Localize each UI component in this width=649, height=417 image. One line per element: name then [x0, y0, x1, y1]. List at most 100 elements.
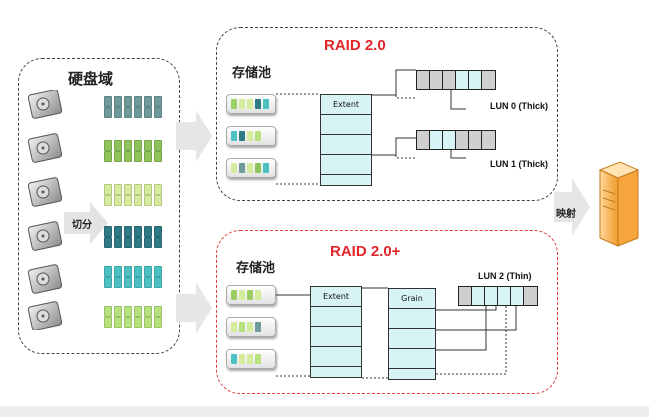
- pool-card: [226, 158, 276, 178]
- hard-disk-icon: [27, 301, 63, 330]
- chunk: [154, 266, 162, 277]
- chunk: [144, 306, 152, 317]
- chunk: [114, 140, 122, 151]
- split-label: 切分: [72, 220, 92, 231]
- chunk-row: [104, 226, 162, 237]
- chunk: [134, 266, 142, 277]
- hard-disk-icon: [27, 133, 63, 163]
- chunk: [154, 140, 162, 151]
- chunk: [104, 195, 112, 206]
- chunk: [144, 277, 152, 288]
- hard-disk-icon: [27, 90, 63, 119]
- chunk: [114, 226, 122, 237]
- arrow-icon: [176, 110, 212, 162]
- chunk: [124, 184, 132, 195]
- chunk: [134, 317, 142, 328]
- chunk: [124, 96, 132, 107]
- chunk: [144, 226, 152, 237]
- chunk-row: [104, 151, 162, 162]
- chunk: [144, 195, 152, 206]
- chunk: [114, 306, 122, 317]
- lun2-blocks: [458, 286, 538, 306]
- chunk: [104, 151, 112, 162]
- bottom-bar: [0, 406, 649, 417]
- chunk: [134, 140, 142, 151]
- chunk: [104, 107, 112, 118]
- chunk-row: [104, 107, 162, 118]
- extent-column-plus: Extent: [310, 286, 362, 378]
- chunk: [114, 107, 122, 118]
- chunk: [124, 306, 132, 317]
- chunk: [124, 195, 132, 206]
- chunk: [154, 107, 162, 118]
- chunk-row: [104, 317, 162, 328]
- chunk: [104, 237, 112, 248]
- raid20-title: RAID 2.0: [324, 37, 386, 54]
- chunk: [154, 151, 162, 162]
- chunk: [154, 306, 162, 317]
- extent-label-plus: Extent: [311, 287, 361, 307]
- chunk: [144, 266, 152, 277]
- chunk: [114, 266, 122, 277]
- chunk: [134, 107, 142, 118]
- pool-card: [226, 317, 276, 337]
- chunk: [104, 96, 112, 107]
- chunk-row: [104, 277, 162, 288]
- chunk: [124, 237, 132, 248]
- raid20plus-connectors: [276, 287, 517, 379]
- chunk: [114, 317, 122, 328]
- hard-disk-icon: [27, 264, 63, 294]
- hard-disk-icon: [27, 221, 63, 251]
- chunk: [114, 277, 122, 288]
- disk-column: [27, 90, 63, 330]
- chunk: [124, 140, 132, 151]
- chunk-row: [104, 306, 162, 317]
- chunk: [134, 151, 142, 162]
- chunk: [104, 266, 112, 277]
- disk-domain-label: 硬盘域: [68, 70, 114, 88]
- chunk-row: [104, 140, 162, 151]
- chunk: [114, 184, 122, 195]
- chunk: [124, 317, 132, 328]
- chunk: [114, 237, 122, 248]
- raid20plus-title: RAID 2.0+: [330, 243, 401, 260]
- raid20-pool-label: 存储池: [232, 66, 272, 81]
- chunk: [144, 184, 152, 195]
- chunk: [114, 96, 122, 107]
- mapping-label: 映射: [556, 209, 576, 220]
- chunk: [134, 237, 142, 248]
- pool-card: [226, 126, 276, 146]
- arrow-icon: [554, 178, 590, 236]
- chunk: [124, 277, 132, 288]
- chunk: [124, 107, 132, 118]
- chunk: [144, 96, 152, 107]
- chunk: [114, 195, 122, 206]
- chunk: [154, 226, 162, 237]
- server-icon: [598, 161, 640, 247]
- chunk: [154, 277, 162, 288]
- chunk: [134, 277, 142, 288]
- chunk: [134, 195, 142, 206]
- pool-card: [226, 349, 276, 369]
- chunk-row: [104, 195, 162, 206]
- chunk: [144, 151, 152, 162]
- chunk: [124, 151, 132, 162]
- chunk: [104, 317, 112, 328]
- lun1-blocks: [416, 130, 496, 150]
- arrow-icon: [176, 282, 212, 334]
- chunk-row: [104, 266, 162, 277]
- chunk: [124, 266, 132, 277]
- chunk: [144, 107, 152, 118]
- raid20-connectors: [276, 69, 466, 185]
- raid20plus-pool-label: 存储池: [236, 261, 276, 276]
- chunk: [154, 237, 162, 248]
- chunk: [134, 184, 142, 195]
- chunk: [154, 96, 162, 107]
- chunk: [154, 195, 162, 206]
- chunk: [154, 317, 162, 328]
- chunk: [134, 226, 142, 237]
- grain-label: Grain: [389, 289, 435, 309]
- chunk: [104, 184, 112, 195]
- arrow-icon: [64, 202, 108, 244]
- pool-card: [226, 285, 276, 305]
